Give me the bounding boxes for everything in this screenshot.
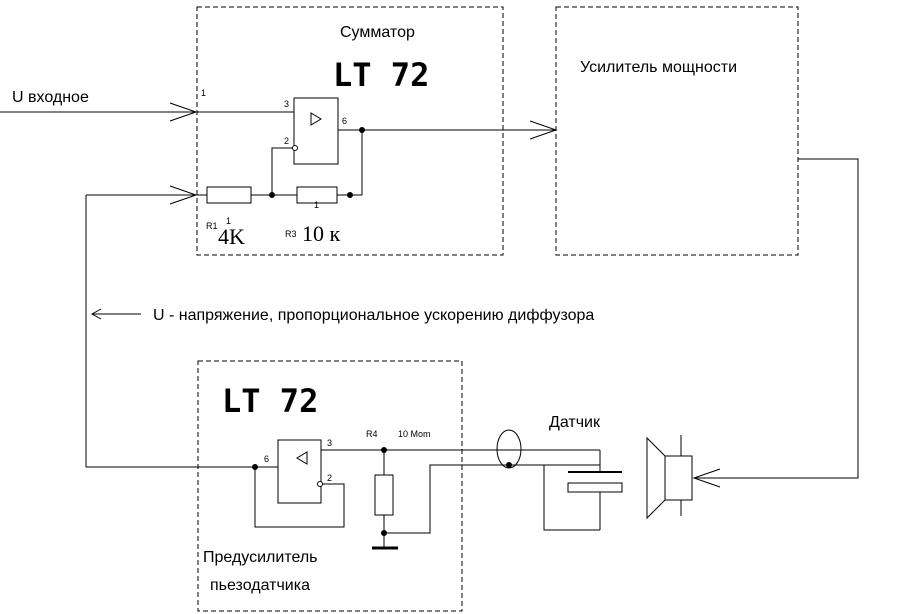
r1-value: 4K (218, 224, 245, 249)
r3-label: R3 (285, 229, 297, 239)
resistor-r4 (374, 474, 394, 516)
amplifier-title: Усилитель мощности (580, 59, 737, 76)
resistor-r1 (206, 186, 252, 204)
junction-dot (506, 462, 512, 468)
summator-title: Сумматор (340, 24, 415, 41)
preamp-title-line2: пьезодатчика (210, 577, 310, 594)
opamp1-triangle (310, 112, 322, 126)
summator-feedback-network (251, 130, 363, 196)
speaker (646, 435, 693, 520)
preamp-block (197, 360, 463, 612)
sensor-label: Датчик (549, 414, 601, 431)
r3-value: 10 к (302, 221, 341, 246)
junction-dot (381, 447, 387, 453)
opamp1-inverting-dot (292, 145, 298, 151)
junction-dot (381, 530, 387, 536)
feedback-caption-arrow (90, 308, 141, 320)
r1-label: R1 (206, 221, 218, 231)
preamp-input-wire (321, 449, 600, 548)
junction-dot (269, 192, 275, 198)
opamp2-triangle (296, 451, 308, 465)
pin-label: 2 (284, 136, 289, 146)
preamp-feedback-loop (254, 467, 345, 528)
opamp2-body (277, 439, 322, 504)
resistor-r3 (296, 186, 338, 204)
piezo-sensor (543, 450, 623, 531)
amplifier-output-wire (692, 158, 859, 488)
pin-label: 1 (226, 216, 231, 226)
pin-label: 3 (284, 99, 289, 109)
junction-dot (347, 192, 353, 198)
opamp1-body (293, 97, 339, 165)
junction-dot (252, 464, 258, 470)
opamp2-inverting-dot (317, 481, 323, 487)
input-wire (0, 102, 294, 122)
summator-chip-label: LT 72 (333, 56, 429, 94)
pin-label: 6 (342, 116, 347, 126)
feedback-wire (85, 185, 278, 468)
preamp-title-line1: Предусилитель (203, 549, 318, 566)
r4-value: 10 Mom (398, 429, 431, 439)
r4-label: R4 (366, 429, 378, 439)
pin-label: 1 (314, 200, 319, 210)
summator-block (196, 6, 504, 256)
input-label: U входное (12, 89, 89, 106)
junction-dot (359, 127, 365, 133)
amplifier-block (555, 6, 799, 256)
pin-label: 3 (327, 438, 332, 448)
summator-output-wire (338, 120, 558, 140)
pin-label: 6 (264, 454, 269, 464)
pin-label: 1 (201, 88, 206, 98)
preamp-chip-label: LT 72 (222, 382, 318, 420)
feedback-label: U - напряжение, пропорциональное ускорен… (153, 307, 594, 324)
pin-label: 2 (327, 473, 332, 483)
